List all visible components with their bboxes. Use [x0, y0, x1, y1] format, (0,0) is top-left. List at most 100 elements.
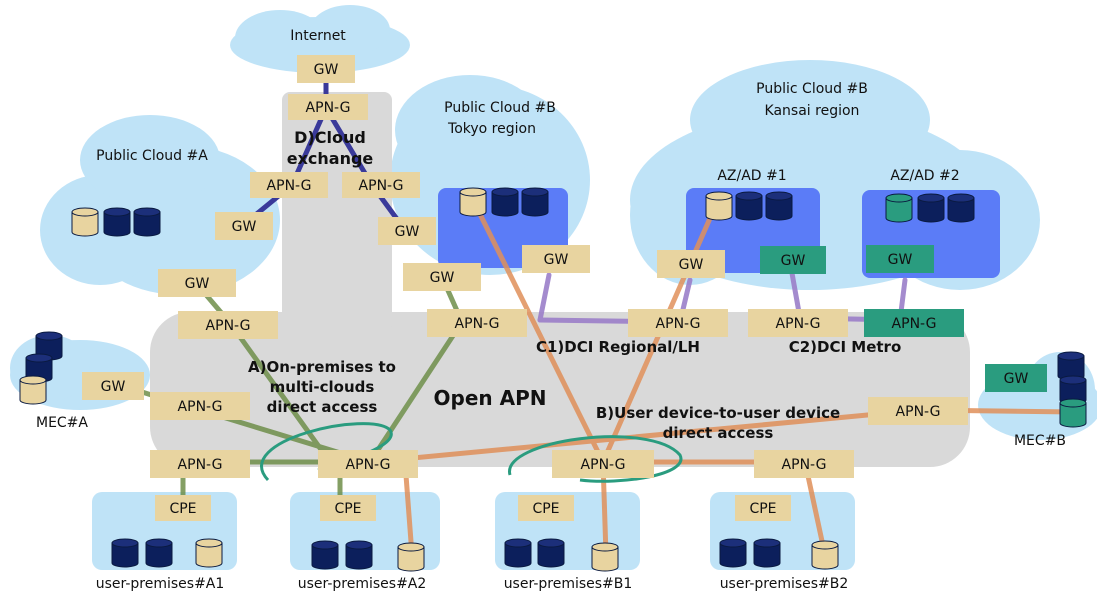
database-icon	[145, 538, 173, 568]
cpe-b2: CPE	[735, 495, 791, 521]
apng-b2: APN-G	[754, 450, 854, 478]
svg-text:APN-G: APN-G	[206, 318, 251, 334]
database-icon	[917, 193, 945, 223]
public-cloud-a	[40, 115, 280, 295]
database-icon	[811, 540, 839, 570]
database-icon	[19, 375, 47, 405]
apng-a1: APN-G	[150, 450, 250, 478]
gw-mec-b: GW	[985, 364, 1047, 392]
kansai-label-2: Kansai region	[765, 103, 860, 119]
database-icon	[885, 193, 913, 223]
svg-text:APN-G: APN-G	[656, 316, 701, 332]
database-icon	[504, 538, 532, 568]
text-labels: Internet Public Cloud #A Public Cloud #B…	[36, 28, 1066, 592]
cpe-boxes: CPE CPE CPE CPE	[155, 495, 791, 521]
svg-text:APN-G: APN-G	[455, 316, 500, 332]
site-a1-label: user-premises#A1	[96, 576, 225, 592]
svg-text:APN-G: APN-G	[581, 457, 626, 473]
svg-text:CPE: CPE	[169, 501, 196, 517]
gw-exchange-right: GW	[378, 217, 436, 245]
svg-text:GW: GW	[101, 379, 126, 395]
gw-az2: GW	[866, 245, 934, 273]
svg-text:APN-G: APN-G	[306, 100, 351, 116]
database-icon	[1057, 351, 1085, 381]
cpe-a2: CPE	[320, 495, 376, 521]
svg-text:GW: GW	[1004, 371, 1029, 387]
svg-text:GW: GW	[232, 219, 257, 235]
apng-mec-a: APN-G	[150, 392, 250, 420]
svg-text:APN-G: APN-G	[178, 399, 223, 415]
svg-text:CPE: CPE	[749, 501, 776, 517]
gw-internet: GW	[297, 55, 355, 83]
database-icon	[753, 538, 781, 568]
gw-a-bottom: GW	[158, 269, 236, 297]
database-icon	[35, 331, 63, 361]
az2-label: AZ/AD #2	[890, 168, 959, 184]
database-icon	[1059, 375, 1087, 405]
svg-text:APN-G: APN-G	[776, 316, 821, 332]
gw-mec-a: GW	[82, 372, 144, 400]
internet-label: Internet	[290, 28, 346, 44]
database-icon	[311, 540, 339, 570]
cpe-a1: CPE	[155, 495, 211, 521]
apng-boxes: APN-G APN-G APN-G APN-G APN-G APN-G APN-…	[150, 94, 968, 478]
dci-metro-label: C2)DCI Metro	[789, 338, 902, 356]
onprem-label-2: multi-clouds	[270, 378, 375, 396]
svg-text:APN-G: APN-G	[782, 457, 827, 473]
svg-text:APN-G: APN-G	[267, 178, 312, 194]
site-b2-label: user-premises#B2	[720, 576, 849, 592]
site-b1-label: user-premises#B1	[504, 576, 633, 592]
user-device-label-1: B)User device-to-user device	[596, 404, 840, 422]
gw-az1-teal: GW	[760, 246, 826, 274]
apng-b1: APN-G	[552, 450, 654, 478]
apng-exchange-top: APN-G	[288, 94, 368, 120]
open-apn-label: Open APN	[434, 386, 547, 410]
svg-text:GW: GW	[781, 253, 806, 269]
tokyo-label-1: Public Cloud #B	[444, 100, 556, 116]
database-icon	[133, 207, 161, 237]
database-icon	[591, 542, 619, 572]
cpe-b1: CPE	[518, 495, 574, 521]
onprem-label-1: A)On-premises to	[248, 358, 396, 376]
apng-regional: APN-G	[628, 309, 728, 337]
apng-metro-right: APN-G	[864, 309, 964, 337]
gw-boxes: GW GW GW GW GW GW GW GW GW GW GW	[82, 55, 1047, 400]
cloud-exchange-label-2: exchange	[287, 149, 374, 168]
svg-text:CPE: CPE	[334, 501, 361, 517]
svg-text:GW: GW	[185, 276, 210, 292]
onprem-label-3: direct access	[267, 398, 378, 416]
internet-cloud	[230, 5, 410, 73]
svg-text:APN-G: APN-G	[346, 457, 391, 473]
database-icon	[491, 187, 519, 217]
az1-label: AZ/AD #1	[717, 168, 786, 184]
database-icon	[765, 191, 793, 221]
apng-exchange-right: APN-G	[342, 172, 420, 198]
apng-mec-b: APN-G	[868, 397, 968, 425]
apng-exchange-left: APN-G	[250, 172, 328, 198]
svg-text:GW: GW	[679, 257, 704, 273]
apng-a-top: APN-G	[178, 311, 278, 339]
svg-text:APN-G: APN-G	[359, 178, 404, 194]
svg-text:CPE: CPE	[532, 501, 559, 517]
apng-tokyo: APN-G	[427, 309, 527, 337]
database-icon	[521, 187, 549, 217]
database-icon	[195, 538, 223, 568]
database-icon	[947, 193, 975, 223]
apng-metro-left: APN-G	[748, 309, 848, 337]
svg-text:APN-G: APN-G	[896, 404, 941, 420]
database-icon	[537, 538, 565, 568]
database-icon	[111, 538, 139, 568]
svg-text:GW: GW	[544, 252, 569, 268]
svg-text:APN-G: APN-G	[178, 457, 223, 473]
public-cloud-a-label: Public Cloud #A	[96, 148, 208, 164]
database-icon	[71, 207, 99, 237]
kansai-label-1: Public Cloud #B	[756, 81, 868, 97]
database-icon	[1059, 398, 1087, 428]
database-icon	[705, 191, 733, 221]
svg-text:GW: GW	[395, 224, 420, 240]
site-a2-label: user-premises#A2	[298, 576, 427, 592]
user-device-label-2: direct access	[663, 424, 774, 442]
database-icon	[459, 187, 487, 217]
database-icon	[103, 207, 131, 237]
gw-az1: GW	[657, 250, 725, 278]
